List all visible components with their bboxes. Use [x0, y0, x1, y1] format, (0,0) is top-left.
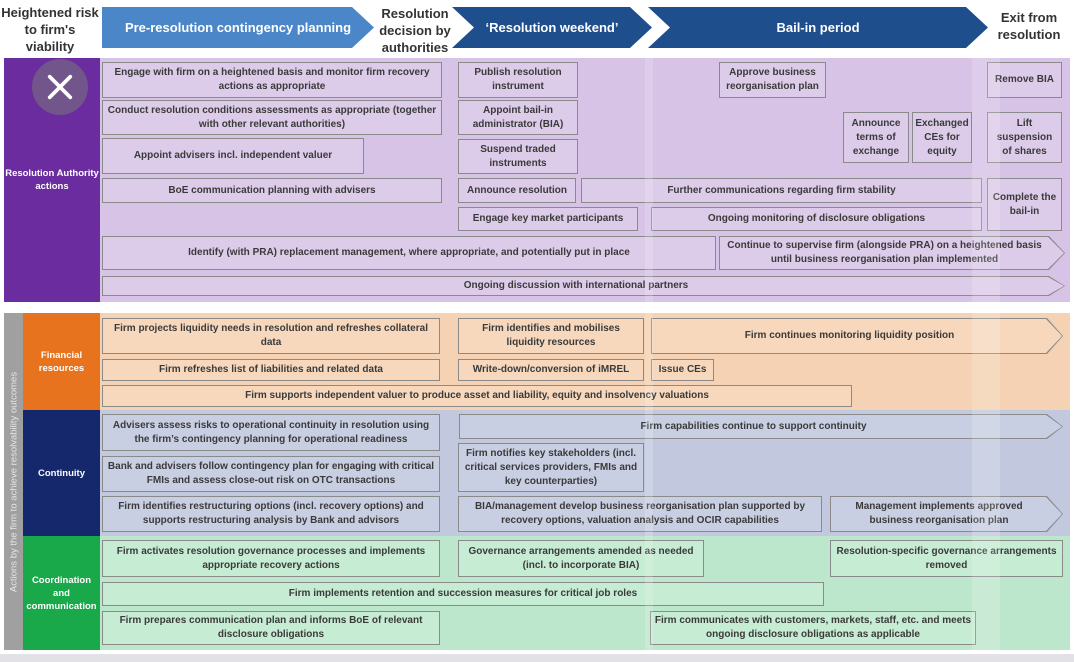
ra-arrow-text: Ongoing discussion with international pa… [103, 277, 1064, 295]
fin-arrow-item: Firm continues monitoring liquidity posi… [651, 318, 1063, 354]
ra-item: Conduct resolution conditions assessment… [102, 100, 442, 135]
ra-item: Announce resolution [458, 178, 576, 203]
ra-item: Publish resolution instrument [458, 62, 578, 98]
coo-item: Firm implements retention and succession… [102, 582, 824, 606]
phase-pre-resolution: Pre-resolution contingency planning [102, 7, 374, 48]
ra-item: Engage key market participants [458, 207, 638, 231]
fin-item: Write-down/conversion of iMREL [458, 359, 644, 381]
ra-arrow-item: Continue to supervise firm (alongside PR… [719, 236, 1065, 270]
column-divider [645, 58, 653, 650]
fin-label: Financial resources [23, 313, 100, 410]
close-icon [47, 74, 73, 100]
phase-bail-in: Bail-in period [648, 7, 988, 48]
fin-item: Firm refreshes list of liabilities and r… [102, 359, 440, 381]
ra-item: Remove BIA [987, 62, 1062, 98]
con-arrow-item: Firm capabilities continue to support co… [459, 414, 1063, 439]
coo-item: Firm prepares communication plan and inf… [102, 611, 440, 645]
ra-item: Further communications regarding firm st… [581, 178, 982, 203]
ra-item: Engage with firm on a heightened basis a… [102, 62, 442, 98]
ra-item: Announce terms of exchange [843, 112, 909, 163]
con-item: Firm notifies key stakeholders (incl. cr… [458, 443, 644, 492]
ra-item: Suspend traded instruments [458, 139, 578, 174]
fin-arrow-text: Firm continues monitoring liquidity posi… [652, 319, 1062, 353]
firm-actions-strip: Actions by the firm to achieve resolvabi… [4, 313, 23, 650]
ra-item: Lift suspension of shares [987, 112, 1062, 163]
fin-item: Issue CEs [651, 359, 714, 381]
bottom-bar [0, 654, 1074, 662]
decision-label: Resolution decision by authorities [379, 5, 451, 55]
close-button[interactable] [32, 59, 88, 115]
con-item: Advisers assess risks to operational con… [102, 414, 440, 451]
ra-item: Ongoing monitoring of disclosure obligat… [651, 207, 982, 231]
risk-label: Heightened risk to firm's viability [1, 4, 99, 54]
ra-item: BoE communication planning with advisers [102, 178, 442, 203]
ra-item: Appoint advisers incl. independent value… [102, 138, 364, 174]
ra-item: Approve business reorganisation plan [719, 62, 826, 98]
con-item: BIA/management develop business reorgani… [458, 496, 822, 532]
con-label: Continuity [23, 410, 100, 536]
ra-item: Complete the bail-in [987, 178, 1062, 231]
ra-arrow-item: Ongoing discussion with international pa… [102, 276, 1065, 296]
fin-item: Firm projects liquidity needs in resolut… [102, 318, 440, 354]
coo-item: Firm activates resolution governance pro… [102, 540, 440, 577]
coo-item: Firm communicates with customers, market… [650, 611, 976, 645]
coo-item: Resolution-specific governance arrangeme… [830, 540, 1063, 577]
ra-item: Appoint bail-in administrator (BIA) [458, 100, 578, 135]
phase-resolution-weekend: ‘Resolution weekend’ [452, 7, 652, 48]
ra-item: Exchanged CEs for equity [912, 112, 972, 163]
con-arrow-item: Management implements approved business … [830, 496, 1063, 532]
exit-label: Exit from resolution [997, 10, 1061, 42]
coo-label: Coordination and communication [23, 536, 100, 650]
con-item: Firm identifies restructuring options (i… [102, 496, 440, 532]
ra-arrow-text: Continue to supervise firm (alongside PR… [720, 237, 1064, 269]
ra-item: Identify (with PRA) replacement manageme… [102, 236, 716, 270]
column-divider [972, 58, 1000, 650]
con-arrow-text: Management implements approved business … [831, 497, 1062, 531]
con-item: Bank and advisers follow contingency pla… [102, 456, 440, 492]
fin-item: Firm supports independent valuer to prod… [102, 385, 852, 407]
con-arrow-text: Firm capabilities continue to support co… [460, 415, 1062, 438]
firm-actions-label: Actions by the firm to achieve resolvabi… [8, 371, 19, 592]
fin-item: Firm identifies and mobilises liquidity … [458, 318, 644, 354]
coo-item: Governance arrangements amended as neede… [458, 540, 704, 577]
